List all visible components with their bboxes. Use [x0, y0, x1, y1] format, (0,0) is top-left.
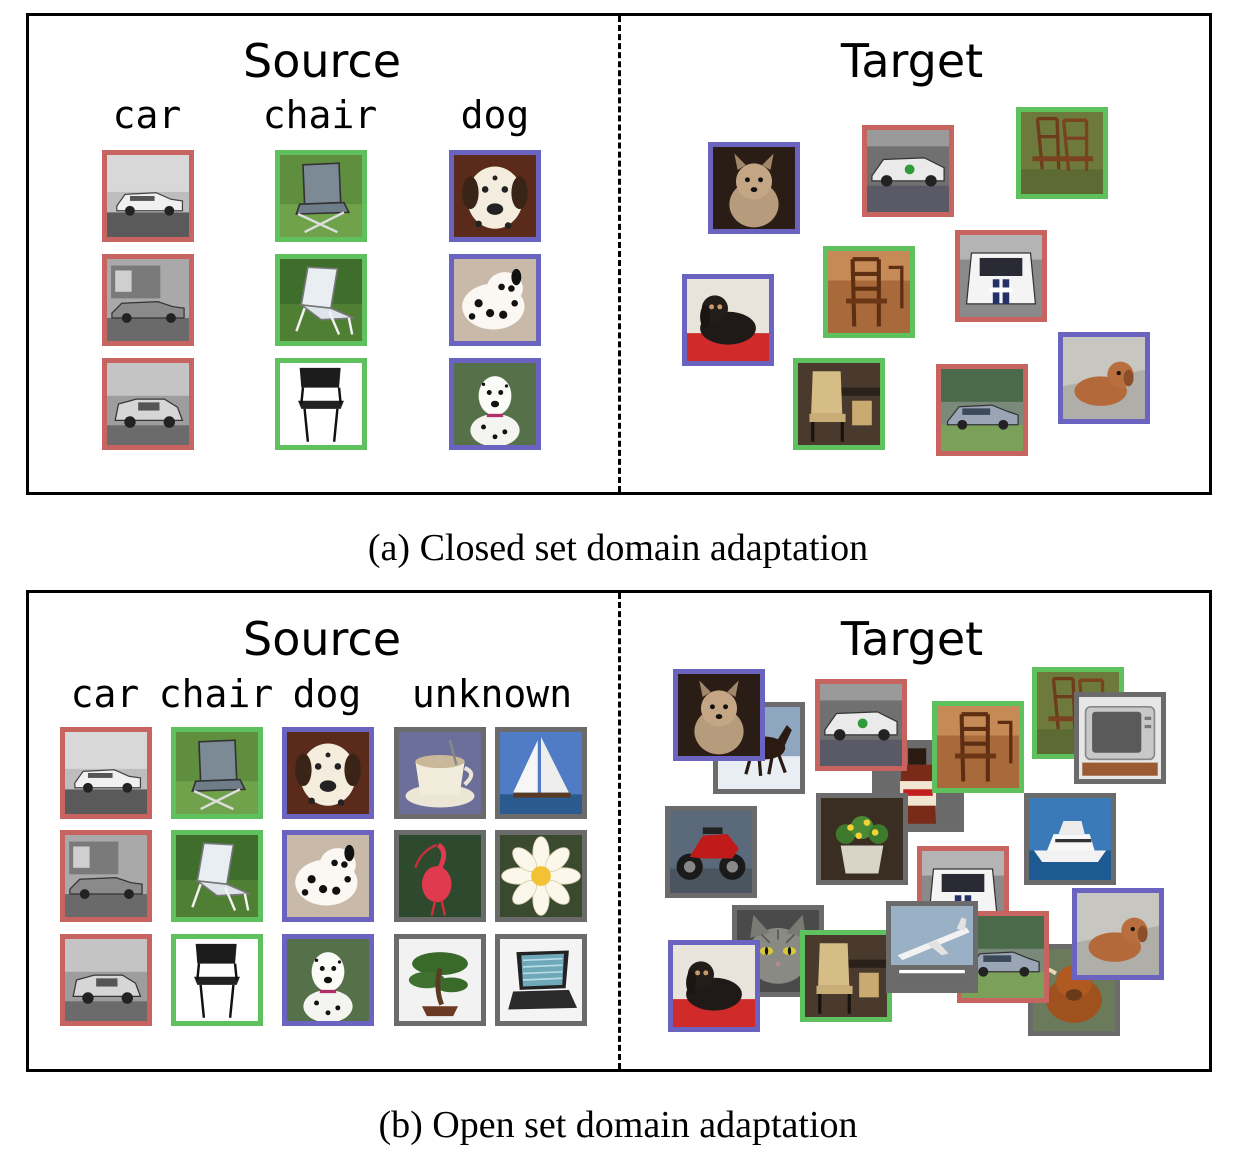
laptop-photo-icon — [495, 934, 587, 1026]
car-photo-icon — [60, 727, 152, 819]
sailboat-photo-icon — [495, 727, 587, 819]
dog-photo-icon — [668, 940, 760, 1032]
target-title-a: Target — [840, 34, 984, 88]
flower-photo-icon — [495, 830, 587, 922]
dog-photo-icon — [449, 150, 541, 242]
class-label-dog-b: dog — [292, 672, 362, 716]
chair-photo-icon — [275, 254, 367, 346]
dog-photo-icon — [282, 727, 374, 819]
motorbike-photo-icon — [665, 806, 757, 898]
caption-a: (a) Closed set domain adaptation — [367, 527, 869, 569]
class-label-car-a: car — [112, 93, 182, 137]
chair-photo-icon — [823, 246, 915, 338]
chair-photo-icon — [932, 701, 1024, 793]
class-label-dog-a: dog — [460, 93, 530, 137]
chair-photo-icon — [275, 150, 367, 242]
dog-photo-icon — [708, 142, 800, 234]
car-photo-icon — [862, 125, 954, 217]
car-photo-icon — [60, 934, 152, 1026]
source-title-b: Source — [243, 612, 401, 666]
car-photo-icon — [815, 679, 907, 771]
car-photo-icon — [102, 150, 194, 242]
source-target-divider-b — [618, 593, 621, 1069]
class-label-unknown-b: unknown — [411, 672, 573, 716]
yacht-photo-icon — [1024, 793, 1116, 885]
plant-photo-icon — [816, 793, 908, 885]
bonsai-photo-icon — [394, 934, 486, 1026]
cup-photo-icon — [394, 727, 486, 819]
class-label-car-b: car — [70, 672, 140, 716]
car-photo-icon — [102, 358, 194, 450]
chair-photo-icon — [171, 830, 263, 922]
dog-photo-icon — [682, 274, 774, 366]
chair-photo-icon — [171, 934, 263, 1026]
dog-photo-icon — [282, 934, 374, 1026]
dog-photo-icon — [449, 254, 541, 346]
dog-photo-icon — [282, 830, 374, 922]
chair-photo-icon — [275, 358, 367, 450]
bird-photo-icon — [394, 830, 486, 922]
car-photo-icon — [102, 254, 194, 346]
class-label-chair-b: chair — [158, 672, 274, 716]
tv-photo-icon — [1074, 692, 1166, 784]
car-photo-icon — [60, 830, 152, 922]
chair-photo-icon — [793, 358, 885, 450]
dog-photo-icon — [1058, 332, 1150, 424]
dog-photo-icon — [1072, 888, 1164, 980]
chair-photo-icon — [1016, 107, 1108, 199]
caption-b: (b) Open set domain adaptation — [378, 1104, 858, 1146]
source-target-divider-a — [618, 16, 621, 492]
dog-photo-icon — [673, 669, 765, 761]
class-label-chair-a: chair — [262, 93, 378, 137]
dog-photo-icon — [449, 358, 541, 450]
airplane-photo-icon — [886, 901, 978, 993]
chair-photo-icon — [171, 727, 263, 819]
source-title-a: Source — [243, 34, 401, 88]
chair-photo-icon — [800, 930, 892, 1022]
car-photo-icon — [936, 364, 1028, 456]
car-photo-icon — [955, 230, 1047, 322]
target-title-b: Target — [840, 612, 984, 666]
